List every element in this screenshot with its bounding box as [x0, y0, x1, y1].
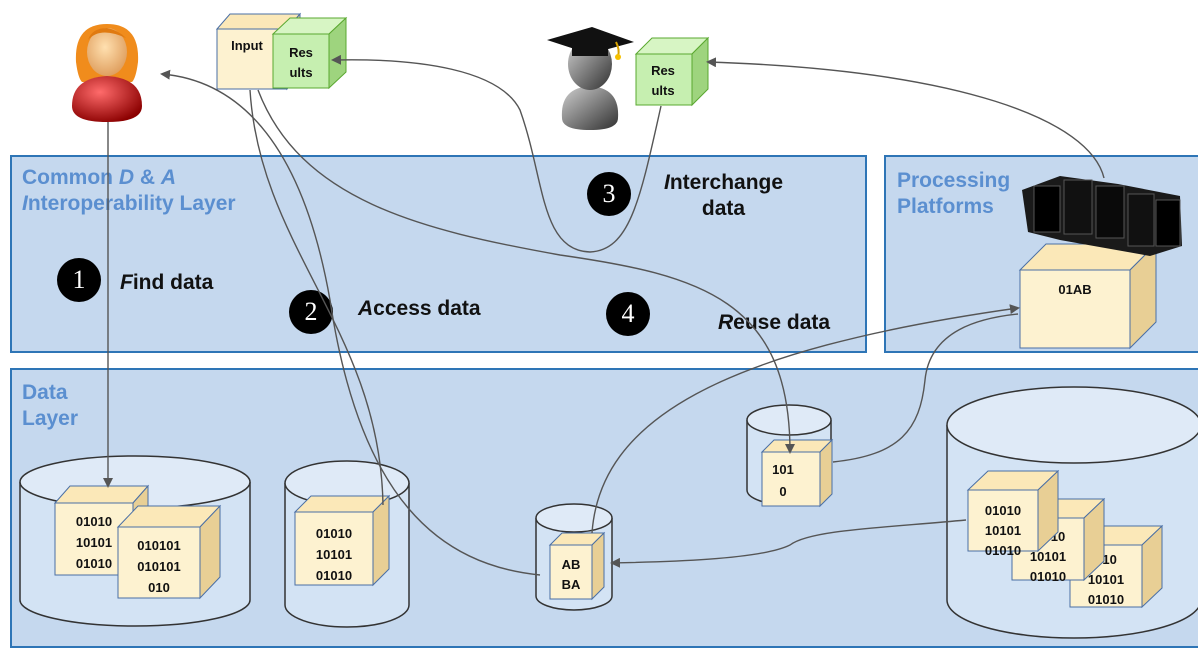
- interoperability-layer-title: Common D & A Interoperability Layer: [22, 165, 236, 217]
- step-3-label: Interchange data: [664, 170, 783, 222]
- db1-a-line3: 01010: [76, 556, 112, 571]
- arrow-reuse-data: [257, 89, 795, 454]
- db5-c-line2: 10101: [1088, 572, 1124, 587]
- arrow-input-db2: [249, 89, 384, 506]
- db5-c-line3: 01010: [1088, 592, 1124, 607]
- results-cube: Res ults: [271, 16, 348, 90]
- results-sci-line2: ults: [651, 83, 674, 98]
- title-i: I: [22, 192, 28, 215]
- arrow-ab-to-platform: [591, 304, 1020, 534]
- title-a: A: [160, 166, 177, 189]
- title-amp: &: [134, 166, 161, 189]
- db4-line1: 101: [772, 462, 794, 477]
- results-cube: Res ults: [634, 36, 710, 107]
- user-icon: [72, 24, 142, 122]
- db1-a-line1: 01010: [76, 514, 112, 529]
- db2-line2: 10101: [316, 547, 352, 562]
- step-1-initial: F: [120, 271, 133, 294]
- results-sci-line1: Res: [651, 63, 675, 78]
- db4-line2: 0: [779, 484, 786, 499]
- interoperability-layer-panel: [10, 155, 867, 353]
- step-4-rest: euse data: [733, 311, 831, 334]
- results-user-line2: ults: [289, 65, 312, 80]
- db3-line1: AB: [562, 557, 581, 572]
- db5-a-line3: 01010: [985, 543, 1021, 558]
- step-2-rest: ccess data: [373, 297, 481, 320]
- step-2-badge: 2: [289, 290, 333, 334]
- step-3-rest: nterchange: [669, 171, 784, 194]
- step-3-badge: 3: [587, 172, 631, 216]
- db1-b-line2: 010101: [137, 559, 180, 574]
- db5-a-line2: 10101: [985, 523, 1021, 538]
- input-cube-label: Input: [231, 38, 263, 53]
- arrow-db5-to-ab: [610, 519, 967, 568]
- data-cube-icon: 010101 010101 010: [116, 504, 222, 600]
- arrow-db4-platform: [832, 313, 1019, 463]
- step-4-badge: 4: [606, 292, 650, 336]
- scientist-icon: [547, 27, 634, 130]
- data-cube-icon: 01010 10101 01010: [966, 469, 1060, 558]
- step-4-label: Reuse data: [718, 310, 830, 336]
- db5-b-line3: 01010: [1030, 569, 1066, 584]
- db2-line3: 01010: [316, 568, 352, 583]
- db1-a-line2: 10101: [76, 535, 112, 550]
- step-1-badge: 1: [57, 258, 101, 302]
- data-cube-icon: 01AB: [1018, 242, 1158, 350]
- data-title-line2: Layer: [22, 407, 79, 430]
- db5-a-line1: 01010: [985, 503, 1021, 518]
- db2-line1: 01010: [316, 526, 352, 541]
- step-3-initial: I: [664, 171, 670, 194]
- step-4-initial: R: [718, 311, 734, 334]
- data-title-line1: Data: [22, 381, 68, 404]
- title-nteroperability: nteroperability Layer: [27, 192, 236, 215]
- step-3-line2: data: [701, 197, 746, 220]
- db5-b-line2: 10101: [1030, 549, 1066, 564]
- servers-icon: [1022, 176, 1182, 256]
- step-2-label: Access data: [358, 296, 481, 322]
- data-cube-icon: 101 0: [760, 438, 834, 508]
- platforms-title-line1: Processing: [897, 169, 1011, 192]
- title-common: Common: [22, 166, 119, 189]
- db3-line2: BA: [562, 577, 581, 592]
- step-1-label: Find data: [120, 270, 213, 296]
- db1-b-line3: 010: [148, 580, 170, 595]
- title-d: D: [118, 166, 134, 189]
- arrow-access-data: [160, 69, 541, 576]
- step-1-rest: ind data: [132, 271, 214, 294]
- platform-cube-label: 01AB: [1058, 282, 1091, 297]
- db1-b-line1: 010101: [137, 538, 180, 553]
- step-2-initial: A: [358, 297, 374, 320]
- results-user-line1: Res: [289, 45, 313, 60]
- data-cube-icon: 01010 10101 01010: [293, 494, 391, 587]
- data-cube-icon: AB BA: [548, 531, 606, 601]
- arrow-interchange-data: [331, 54, 662, 253]
- arrow-platform-results: [706, 57, 1105, 179]
- platforms-title-line2: Platforms: [897, 195, 994, 218]
